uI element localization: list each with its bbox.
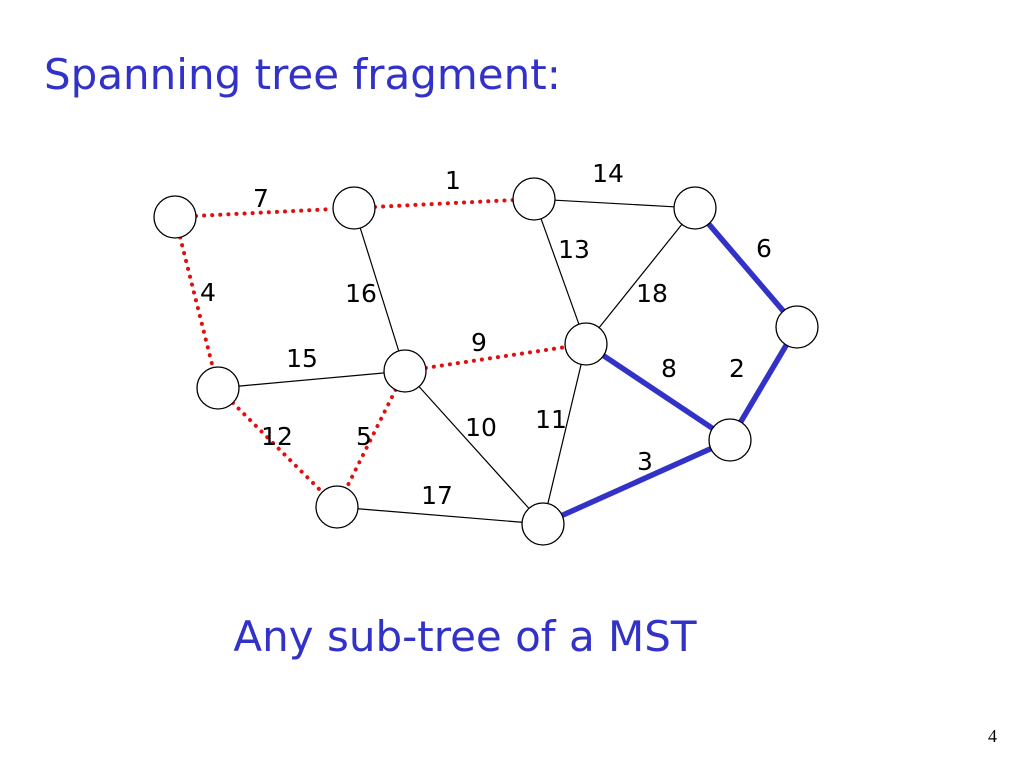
edge-f-g [423,345,568,370]
labels-layer: 7 1 14 6 13 18 4 16 9 15 8 2 12 5 10 11 3 17 [200,159,772,510]
node-d [673,186,717,230]
edge-weight-e-i: 2 [729,354,745,383]
edge-weight-b-f: 16 [345,279,377,308]
node-h [196,366,240,410]
edge-weight-c-g: 13 [558,235,590,264]
node-i [708,418,752,462]
edge-d-g [598,224,683,328]
edge-a-h [178,235,215,370]
edge-weight-h-f: 15 [286,344,318,373]
edge-b-f [359,227,400,352]
node-a [153,195,197,239]
edge-weight-j-k: 17 [421,481,453,510]
edge-weight-f-j: 5 [356,422,372,451]
edge-weight-g-k: 11 [535,405,567,434]
edge-weight-h-j: 12 [261,422,293,451]
edge-e-i [738,343,789,424]
edge-f-k [418,386,530,509]
edge-f-j [344,387,398,491]
node-j [315,485,359,529]
edge-weight-a-h: 4 [200,278,216,307]
edge-weight-g-i: 8 [661,354,677,383]
edge-weight-a-b: 7 [253,184,269,213]
edge-h-j [230,400,325,495]
edge-weight-c-d: 14 [592,159,624,188]
edge-c-g [540,218,580,325]
slide-caption: Any sub-tree of a MST [233,612,697,661]
edge-a-b [193,207,336,218]
edge-b-c [372,198,516,209]
node-g [564,322,608,366]
edge-g-i [601,353,715,431]
slide-title: Spanning tree fragment: [44,50,561,99]
nodes-layer [153,177,819,546]
node-e [775,305,819,349]
edge-j-k [357,508,523,523]
node-f [383,349,427,393]
edge-weight-d-e: 6 [756,234,772,263]
edge-weight-k-i: 3 [637,447,653,476]
edge-k-i [561,446,712,518]
node-c [512,177,556,221]
edge-h-f [238,372,385,387]
edge-weight-d-g: 18 [636,279,668,308]
edge-c-d [554,199,675,208]
page-number: 4 [988,726,997,746]
node-k [521,502,565,546]
node-b [332,186,376,230]
edge-g-k [547,364,582,504]
edge-d-e [706,222,786,313]
edges-layer [178,198,789,523]
edge-weight-f-g: 9 [471,328,487,357]
edge-weight-f-k: 10 [465,413,497,442]
edge-weight-b-c: 1 [445,166,461,195]
